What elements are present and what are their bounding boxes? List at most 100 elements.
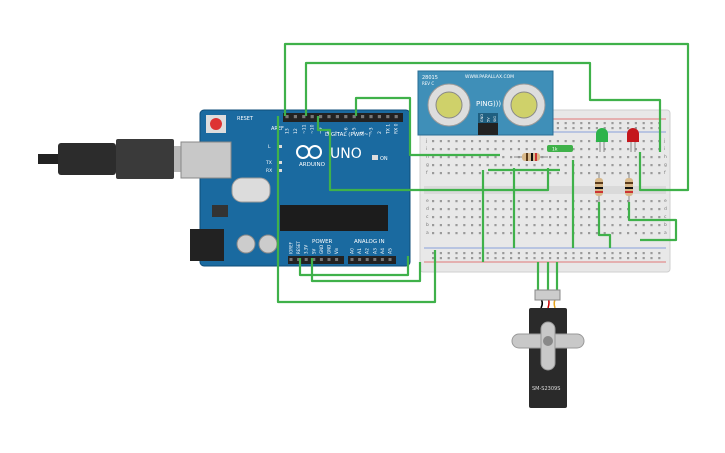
rail-hole[interactable] <box>510 252 513 255</box>
terminal-hole[interactable] <box>494 232 497 235</box>
terminal-hole[interactable] <box>486 232 489 235</box>
rail-hole[interactable] <box>439 252 442 255</box>
terminal-hole[interactable] <box>502 200 505 203</box>
terminal-hole[interactable] <box>533 164 536 167</box>
terminal-hole[interactable] <box>494 140 497 143</box>
terminal-hole[interactable] <box>556 172 559 175</box>
terminal-hole[interactable] <box>580 164 583 167</box>
rail-hole[interactable] <box>580 257 583 260</box>
terminal-hole[interactable] <box>463 208 466 211</box>
digital-pin-socket[interactable] <box>293 115 297 119</box>
terminal-hole[interactable] <box>486 224 489 227</box>
terminal-hole[interactable] <box>603 208 606 211</box>
terminal-hole[interactable] <box>533 148 536 151</box>
terminal-hole[interactable] <box>447 172 450 175</box>
rail-hole[interactable] <box>619 252 622 255</box>
terminal-hole[interactable] <box>502 156 505 159</box>
terminal-hole[interactable] <box>432 224 435 227</box>
digital-pin-socket[interactable] <box>352 115 356 119</box>
terminal-hole[interactable] <box>486 140 489 143</box>
rail-hole[interactable] <box>611 257 614 260</box>
terminal-hole[interactable] <box>494 224 497 227</box>
terminal-hole[interactable] <box>510 224 513 227</box>
terminal-hole[interactable] <box>455 156 458 159</box>
terminal-hole[interactable] <box>525 224 528 227</box>
terminal-hole[interactable] <box>588 172 591 175</box>
terminal-hole[interactable] <box>447 164 450 167</box>
terminal-hole[interactable] <box>455 232 458 235</box>
terminal-hole[interactable] <box>517 208 520 211</box>
terminal-hole[interactable] <box>595 232 598 235</box>
terminal-hole[interactable] <box>478 200 481 203</box>
terminal-hole[interactable] <box>642 156 645 159</box>
rail-hole[interactable] <box>549 257 552 260</box>
terminal-hole[interactable] <box>525 232 528 235</box>
terminal-hole[interactable] <box>486 208 489 211</box>
terminal-hole[interactable] <box>580 156 583 159</box>
terminal-hole[interactable] <box>502 164 505 167</box>
terminal-hole[interactable] <box>463 172 466 175</box>
terminal-hole[interactable] <box>478 216 481 219</box>
rail-hole[interactable] <box>650 252 653 255</box>
rail-hole[interactable] <box>627 122 630 125</box>
rail-hole[interactable] <box>510 257 513 260</box>
rail-hole[interactable] <box>650 257 653 260</box>
terminal-hole[interactable] <box>642 172 645 175</box>
rail-hole[interactable] <box>572 127 575 130</box>
rail-hole[interactable] <box>478 252 481 255</box>
rail-hole[interactable] <box>564 252 567 255</box>
terminal-hole[interactable] <box>502 172 505 175</box>
digital-pin-socket[interactable] <box>377 115 381 119</box>
rail-hole[interactable] <box>658 252 661 255</box>
terminal-hole[interactable] <box>447 148 450 151</box>
terminal-hole[interactable] <box>463 164 466 167</box>
terminal-hole[interactable] <box>603 216 606 219</box>
terminal-hole[interactable] <box>611 232 614 235</box>
terminal-hole[interactable] <box>471 156 474 159</box>
terminal-hole[interactable] <box>611 148 614 151</box>
terminal-hole[interactable] <box>619 224 622 227</box>
terminal-hole[interactable] <box>549 232 552 235</box>
terminal-hole[interactable] <box>580 148 583 151</box>
digital-pin-socket[interactable] <box>335 115 339 119</box>
digital-pin-socket[interactable] <box>369 115 373 119</box>
terminal-hole[interactable] <box>494 216 497 219</box>
terminal-hole[interactable] <box>439 216 442 219</box>
terminal-hole[interactable] <box>619 164 622 167</box>
terminal-hole[interactable] <box>541 232 544 235</box>
rail-hole[interactable] <box>642 122 645 125</box>
terminal-hole[interactable] <box>564 164 567 167</box>
rail-hole[interactable] <box>619 257 622 260</box>
terminal-hole[interactable] <box>588 224 591 227</box>
terminal-hole[interactable] <box>494 148 497 151</box>
terminal-hole[interactable] <box>580 208 583 211</box>
rail-hole[interactable] <box>611 127 614 130</box>
rail-hole[interactable] <box>611 252 614 255</box>
terminal-hole[interactable] <box>525 164 528 167</box>
rail-hole[interactable] <box>494 252 497 255</box>
terminal-hole[interactable] <box>432 164 435 167</box>
terminal-hole[interactable] <box>517 148 520 151</box>
terminal-hole[interactable] <box>634 156 637 159</box>
terminal-hole[interactable] <box>447 156 450 159</box>
terminal-hole[interactable] <box>549 208 552 211</box>
terminal-hole[interactable] <box>549 156 552 159</box>
terminal-hole[interactable] <box>432 208 435 211</box>
terminal-hole[interactable] <box>580 216 583 219</box>
terminal-hole[interactable] <box>658 200 661 203</box>
terminal-hole[interactable] <box>549 164 552 167</box>
terminal-hole[interactable] <box>533 172 536 175</box>
power-pin-socket[interactable] <box>319 258 323 261</box>
terminal-hole[interactable] <box>478 156 481 159</box>
rail-hole[interactable] <box>642 252 645 255</box>
terminal-hole[interactable] <box>611 224 614 227</box>
terminal-hole[interactable] <box>611 156 614 159</box>
rail-hole[interactable] <box>642 257 645 260</box>
terminal-hole[interactable] <box>603 156 606 159</box>
terminal-hole[interactable] <box>432 140 435 143</box>
terminal-hole[interactable] <box>658 172 661 175</box>
terminal-hole[interactable] <box>650 164 653 167</box>
terminal-hole[interactable] <box>627 200 630 203</box>
rail-hole[interactable] <box>463 257 466 260</box>
terminal-hole[interactable] <box>471 164 474 167</box>
